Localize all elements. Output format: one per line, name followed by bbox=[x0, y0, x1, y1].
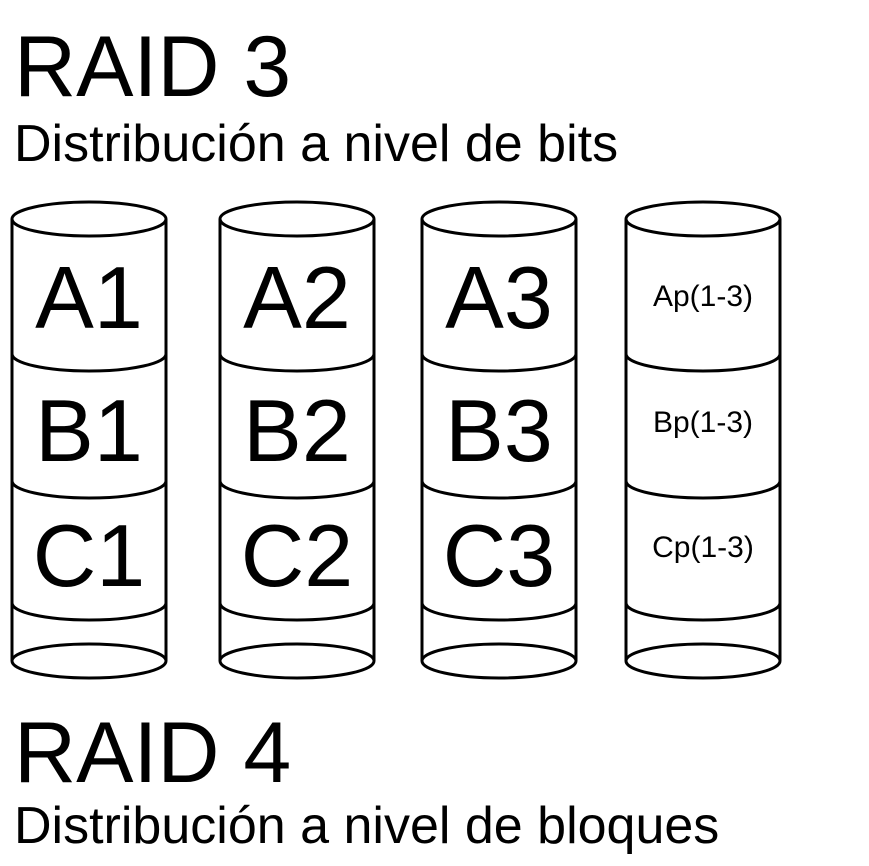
disk-bottom-ellipse bbox=[218, 642, 376, 680]
data-block-label: B2 bbox=[243, 381, 351, 480]
parity-block-label: Cp(1-3) bbox=[652, 531, 754, 564]
raid3-title: RAID 3 bbox=[14, 19, 292, 115]
disk-segment-divider bbox=[624, 602, 782, 622]
disk-top-ellipse bbox=[218, 200, 376, 238]
disk-segment-divider bbox=[420, 353, 578, 373]
disk-segment-divider bbox=[10, 480, 168, 500]
disk-segment-divider bbox=[420, 602, 578, 622]
data-block-label: A3 bbox=[445, 248, 553, 347]
parity-block-label: Bp(1-3) bbox=[653, 406, 753, 439]
disk-top-ellipse bbox=[10, 200, 168, 238]
disk-segment-divider bbox=[218, 602, 376, 622]
raid4-title: RAID 4 bbox=[14, 705, 292, 801]
disk-segment-divider bbox=[10, 602, 168, 622]
parity-block-label: Ap(1-3) bbox=[653, 280, 753, 313]
disk-segment-divider bbox=[10, 353, 168, 373]
disk-top-ellipse bbox=[624, 200, 782, 238]
data-block-label: C2 bbox=[241, 506, 354, 605]
data-block-label: A2 bbox=[243, 248, 351, 347]
disk-bottom-ellipse bbox=[624, 642, 782, 680]
disk-bottom-ellipse bbox=[420, 642, 578, 680]
data-block-label: C1 bbox=[33, 506, 146, 605]
data-block-label: A1 bbox=[35, 248, 143, 347]
data-block-label: B3 bbox=[445, 381, 553, 480]
disk-4: Ap(1-3) Bp(1-3) Cp(1-3) bbox=[624, 200, 782, 680]
data-block-label: B1 bbox=[35, 381, 143, 480]
disk-top-ellipse bbox=[420, 200, 578, 238]
disk-segment-divider bbox=[624, 353, 782, 373]
raid3-subtitle: Distribución a nivel de bits bbox=[14, 115, 619, 173]
disk-segment-divider bbox=[218, 480, 376, 500]
data-block-label: C3 bbox=[443, 506, 556, 605]
raid4-subtitle: Distribución a nivel de bloques bbox=[14, 797, 720, 855]
disk-segment-divider bbox=[420, 480, 578, 500]
disk-segment-divider bbox=[218, 353, 376, 373]
disk-bottom-ellipse bbox=[10, 642, 168, 680]
disk-segment-divider bbox=[624, 480, 782, 500]
